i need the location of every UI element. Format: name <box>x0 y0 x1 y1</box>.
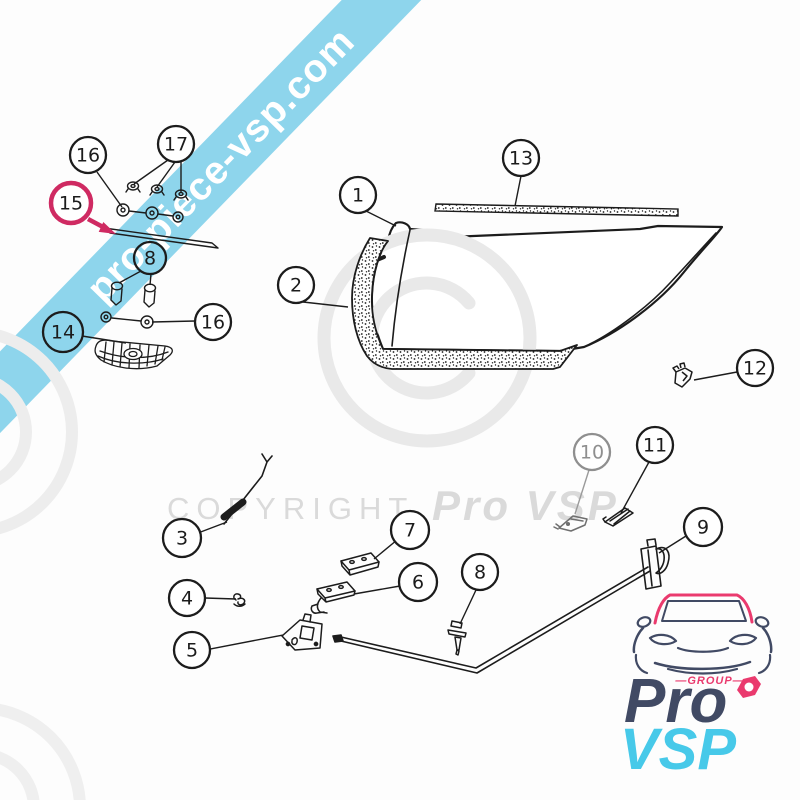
svg-text:5: 5 <box>186 640 198 662</box>
grille-fastener-group <box>94 181 219 370</box>
callout-2: 2 <box>276 265 349 308</box>
callout-12: 12 <box>693 348 775 388</box>
callout-1: 1 <box>338 175 397 227</box>
copyright-text-watermark: COPYRIGHT Pro VSP <box>167 482 619 529</box>
part-9-release-cable <box>332 538 670 674</box>
callout-13: 13 <box>501 138 541 207</box>
part-10-cable-clip <box>553 515 588 532</box>
logo-brand-top: Pro <box>624 667 727 736</box>
svg-text:13: 13 <box>509 148 533 170</box>
callout-11: 11 <box>620 425 675 514</box>
logo-brand-bottom: VSP <box>620 717 736 782</box>
part-4-clip <box>233 593 246 607</box>
callout-7: 7 <box>373 509 431 560</box>
svg-text:15: 15 <box>59 193 83 215</box>
callout-10: 10 <box>572 432 612 515</box>
callout-15: 15 <box>48 180 94 226</box>
svg-text:8: 8 <box>474 562 486 584</box>
part-13-seal-strip <box>434 203 679 217</box>
part-12-clip <box>672 362 693 388</box>
provsp-logo: —GROUP— Pro VSP <box>620 593 773 782</box>
callout-5: 5 <box>172 630 284 670</box>
part-11-cable-clip <box>602 507 634 527</box>
part-5-lock-latch <box>281 613 323 651</box>
part-16-washers-lower <box>100 311 154 329</box>
logo-group-label: —GROUP— <box>674 675 744 687</box>
callout-9: 9 <box>658 506 724 554</box>
part-8-pin <box>447 620 467 656</box>
part-17-nuts <box>125 181 189 201</box>
part-15-highlight-arrow <box>86 217 116 234</box>
svg-text:8: 8 <box>144 248 156 270</box>
callout-17: 17 <box>133 124 196 192</box>
svg-text:16: 16 <box>201 312 225 334</box>
hood-crease-line <box>391 229 411 347</box>
part-14-grille <box>94 339 173 370</box>
copyright-brand: Pro VSP <box>432 482 619 529</box>
svg-text:12: 12 <box>743 358 767 380</box>
svg-text:16: 16 <box>76 145 100 167</box>
part-2-seal-band <box>351 237 578 370</box>
part-6-bracket-plate <box>310 581 356 614</box>
svg-text:14: 14 <box>51 322 75 344</box>
callout-3: 3 <box>161 517 228 559</box>
svg-text:1: 1 <box>352 185 364 207</box>
part-3-stay-rod <box>220 453 273 525</box>
svg-text:3: 3 <box>176 528 188 550</box>
svg-text:17: 17 <box>164 134 188 156</box>
svg-text:4: 4 <box>181 588 193 610</box>
callout-8: 8 <box>459 552 500 625</box>
svg-text:2: 2 <box>290 275 302 297</box>
callout-16: 16 <box>68 135 123 208</box>
callout-14: 14 <box>41 310 127 354</box>
part-16-washers-upper <box>116 203 184 223</box>
svg-text:7: 7 <box>404 520 416 542</box>
logo-car-sketch <box>632 593 773 675</box>
svg-text:10: 10 <box>580 442 604 464</box>
callout-8: 8 <box>118 240 168 286</box>
logo-nut-icon <box>737 676 761 698</box>
part-8-screws <box>110 281 157 308</box>
callout-4: 4 <box>167 578 237 618</box>
latch-hardware-group <box>220 453 670 674</box>
svg-text:6: 6 <box>412 572 424 594</box>
part-1-hood-panel <box>317 221 724 448</box>
callout-6: 6 <box>353 561 439 603</box>
callout-16: 16 <box>151 302 233 342</box>
part-7-plate <box>340 552 380 576</box>
copyright-word: COPYRIGHT <box>167 491 414 526</box>
svg-text:9: 9 <box>697 517 709 539</box>
copyright-symbol-watermark <box>0 329 86 800</box>
svg-text:11: 11 <box>643 435 667 457</box>
